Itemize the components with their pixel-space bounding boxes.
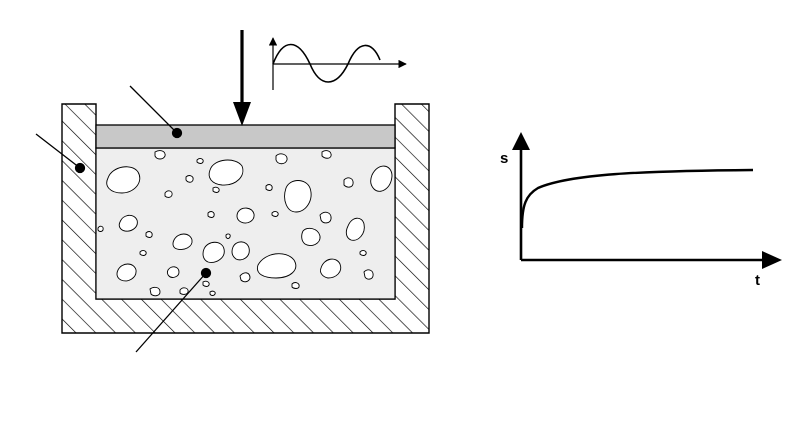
grain — [202, 241, 225, 263]
grain — [319, 211, 332, 224]
grain — [97, 225, 104, 232]
plot-y-axis-arrow — [512, 132, 530, 150]
sine-wave-icon — [268, 37, 407, 90]
leader-line-specimen — [135, 272, 207, 353]
grain — [185, 175, 194, 183]
plot-x-axis-label: t — [755, 272, 760, 289]
grain — [209, 290, 216, 296]
cyclic-wave — [272, 43, 381, 83]
grain — [236, 207, 255, 224]
grain — [116, 263, 137, 282]
leader-lines — [35, 85, 212, 353]
grain — [343, 177, 354, 188]
grain — [207, 211, 215, 218]
leader-dot-wall — [74, 162, 86, 174]
grain — [208, 159, 244, 186]
grain — [212, 186, 220, 193]
grain — [202, 280, 210, 287]
grain — [265, 184, 273, 191]
grain — [172, 233, 193, 250]
grain — [370, 165, 393, 192]
settlement-plot: s t — [500, 132, 782, 289]
plot-x-axis-arrow — [762, 251, 782, 269]
leader-dot-specimen — [200, 267, 212, 279]
grain — [345, 217, 365, 241]
grain — [166, 266, 180, 278]
grain — [256, 253, 297, 279]
down-arrow-icon — [233, 30, 251, 126]
grain — [149, 286, 161, 297]
grain — [239, 272, 251, 283]
grain — [145, 231, 153, 238]
leader-dot-plate — [171, 127, 183, 139]
grain — [321, 150, 332, 159]
grain — [196, 158, 204, 164]
grain — [275, 153, 288, 165]
grain — [320, 258, 342, 279]
grain — [359, 250, 367, 256]
grain — [231, 241, 250, 261]
loading-plate — [95, 124, 396, 149]
grain — [301, 227, 321, 247]
grain — [291, 282, 300, 289]
grain — [225, 233, 231, 239]
grain — [139, 250, 147, 256]
grain — [154, 150, 166, 160]
grain — [363, 269, 374, 280]
grain — [106, 166, 141, 194]
leader-line-wall — [35, 133, 81, 169]
grain — [284, 180, 312, 213]
specimen — [95, 147, 396, 300]
plot-y-axis-label: s — [500, 150, 508, 167]
grain — [179, 287, 189, 295]
grain — [271, 211, 279, 217]
grain — [164, 190, 173, 198]
settlement-curve — [520, 168, 754, 229]
aggregate-grains — [97, 150, 393, 297]
leader-line-plate — [129, 85, 178, 134]
grain — [118, 214, 138, 232]
